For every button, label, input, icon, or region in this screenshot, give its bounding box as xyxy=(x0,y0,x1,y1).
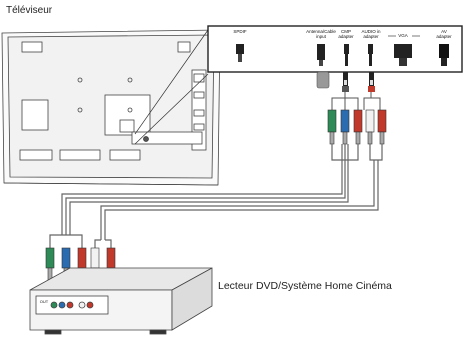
cmp-adapter-label: CMP adapter xyxy=(338,29,354,39)
cmp-adapter-port xyxy=(344,44,349,66)
cmp-minijack xyxy=(342,72,349,92)
tv-rca-blue xyxy=(340,109,350,145)
zoom-callout-lines xyxy=(134,29,209,145)
tv-rca-white xyxy=(365,109,375,145)
audio-in-adapter-port xyxy=(368,44,373,66)
tv-rca-connectors xyxy=(327,109,387,145)
av-adapter-port xyxy=(439,44,449,66)
tv-rca-red-video xyxy=(353,109,363,145)
video-cable-bundle xyxy=(49,144,359,248)
av-adapter-label: AV adapter xyxy=(436,29,452,39)
vga-port xyxy=(388,35,420,66)
spdif-port-label: SPDIF xyxy=(233,29,247,34)
antenna-plug xyxy=(316,71,330,89)
tv-connector-panel xyxy=(207,25,463,73)
audio-minijack xyxy=(368,72,375,92)
spdif-port xyxy=(236,44,244,62)
player-rca-green xyxy=(45,247,55,281)
player-label: Lecteur DVD/Système Home Cinéma xyxy=(218,280,392,292)
audio-in-adapter-label: AUDIO in adapter xyxy=(361,29,381,39)
antenna-port-label: Antenna/Cable input xyxy=(306,29,336,39)
adapter-cables xyxy=(331,92,381,110)
antenna-port xyxy=(317,44,325,66)
tv-label: Téléviseur xyxy=(6,5,53,16)
tv-rca-green xyxy=(327,109,337,145)
tv-back xyxy=(1,29,221,186)
player-out-label: OUT xyxy=(39,299,49,304)
vga-port-label: VGA xyxy=(398,33,408,38)
audio-cable-bundle xyxy=(94,144,383,248)
tv-rca-red-audio xyxy=(377,109,387,145)
dvd-player-box xyxy=(29,267,213,335)
